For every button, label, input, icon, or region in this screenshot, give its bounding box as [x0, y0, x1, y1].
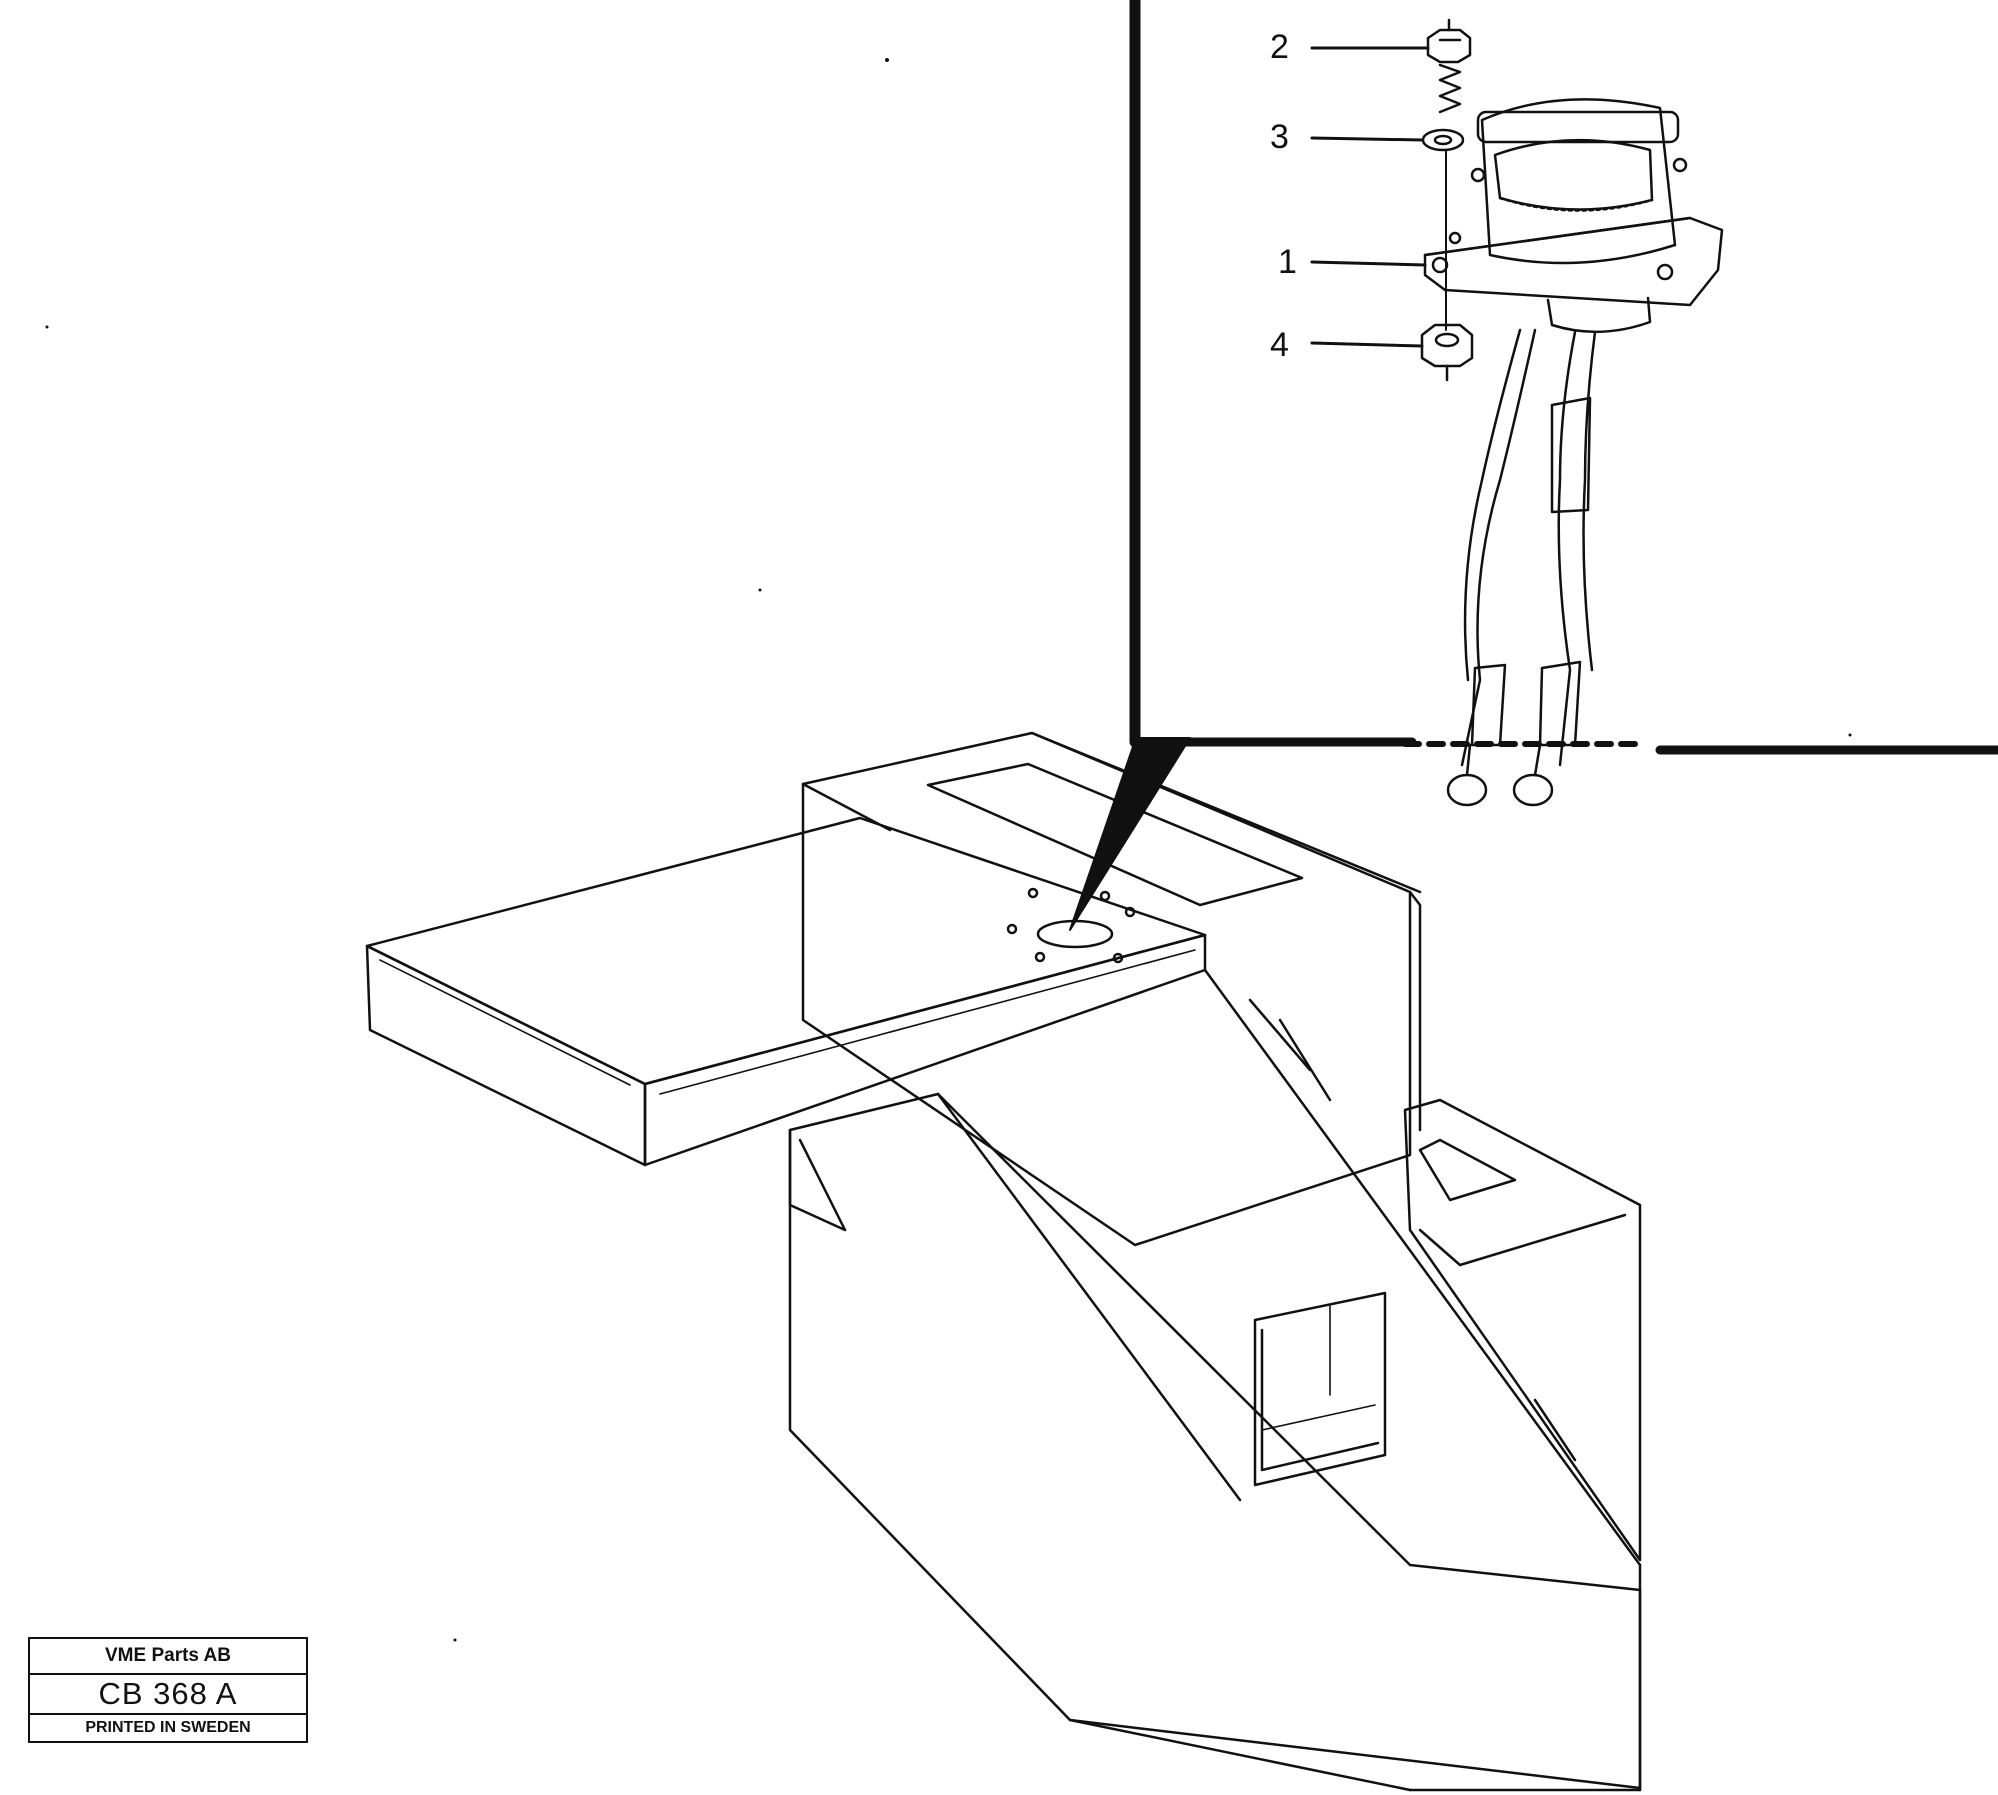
- stamp-code: CB 368 A: [30, 1675, 306, 1715]
- callout-3: 3: [1270, 118, 1289, 156]
- callout-2: 2: [1270, 28, 1289, 66]
- title-stamp: VME Parts AB CB 368 A PRINTED IN SWEDEN: [28, 1637, 308, 1743]
- nut-icon: [1420, 323, 1474, 382]
- leader-lines: [1310, 46, 1430, 348]
- detail-inset-frame: [1069, 0, 1998, 931]
- main-switch-icon: [1423, 98, 1724, 807]
- callout-4: 4: [1270, 326, 1289, 364]
- stamp-printed: PRINTED IN SWEDEN: [85, 1719, 251, 1736]
- washer-icon: [1421, 128, 1465, 152]
- screw-icon: [1426, 18, 1472, 114]
- stamp-company: VME Parts AB: [30, 1639, 306, 1675]
- bracket-housing-icon: [365, 731, 1642, 1792]
- scan-specks: [45, 58, 1852, 1642]
- callout-1: 1: [1278, 243, 1297, 281]
